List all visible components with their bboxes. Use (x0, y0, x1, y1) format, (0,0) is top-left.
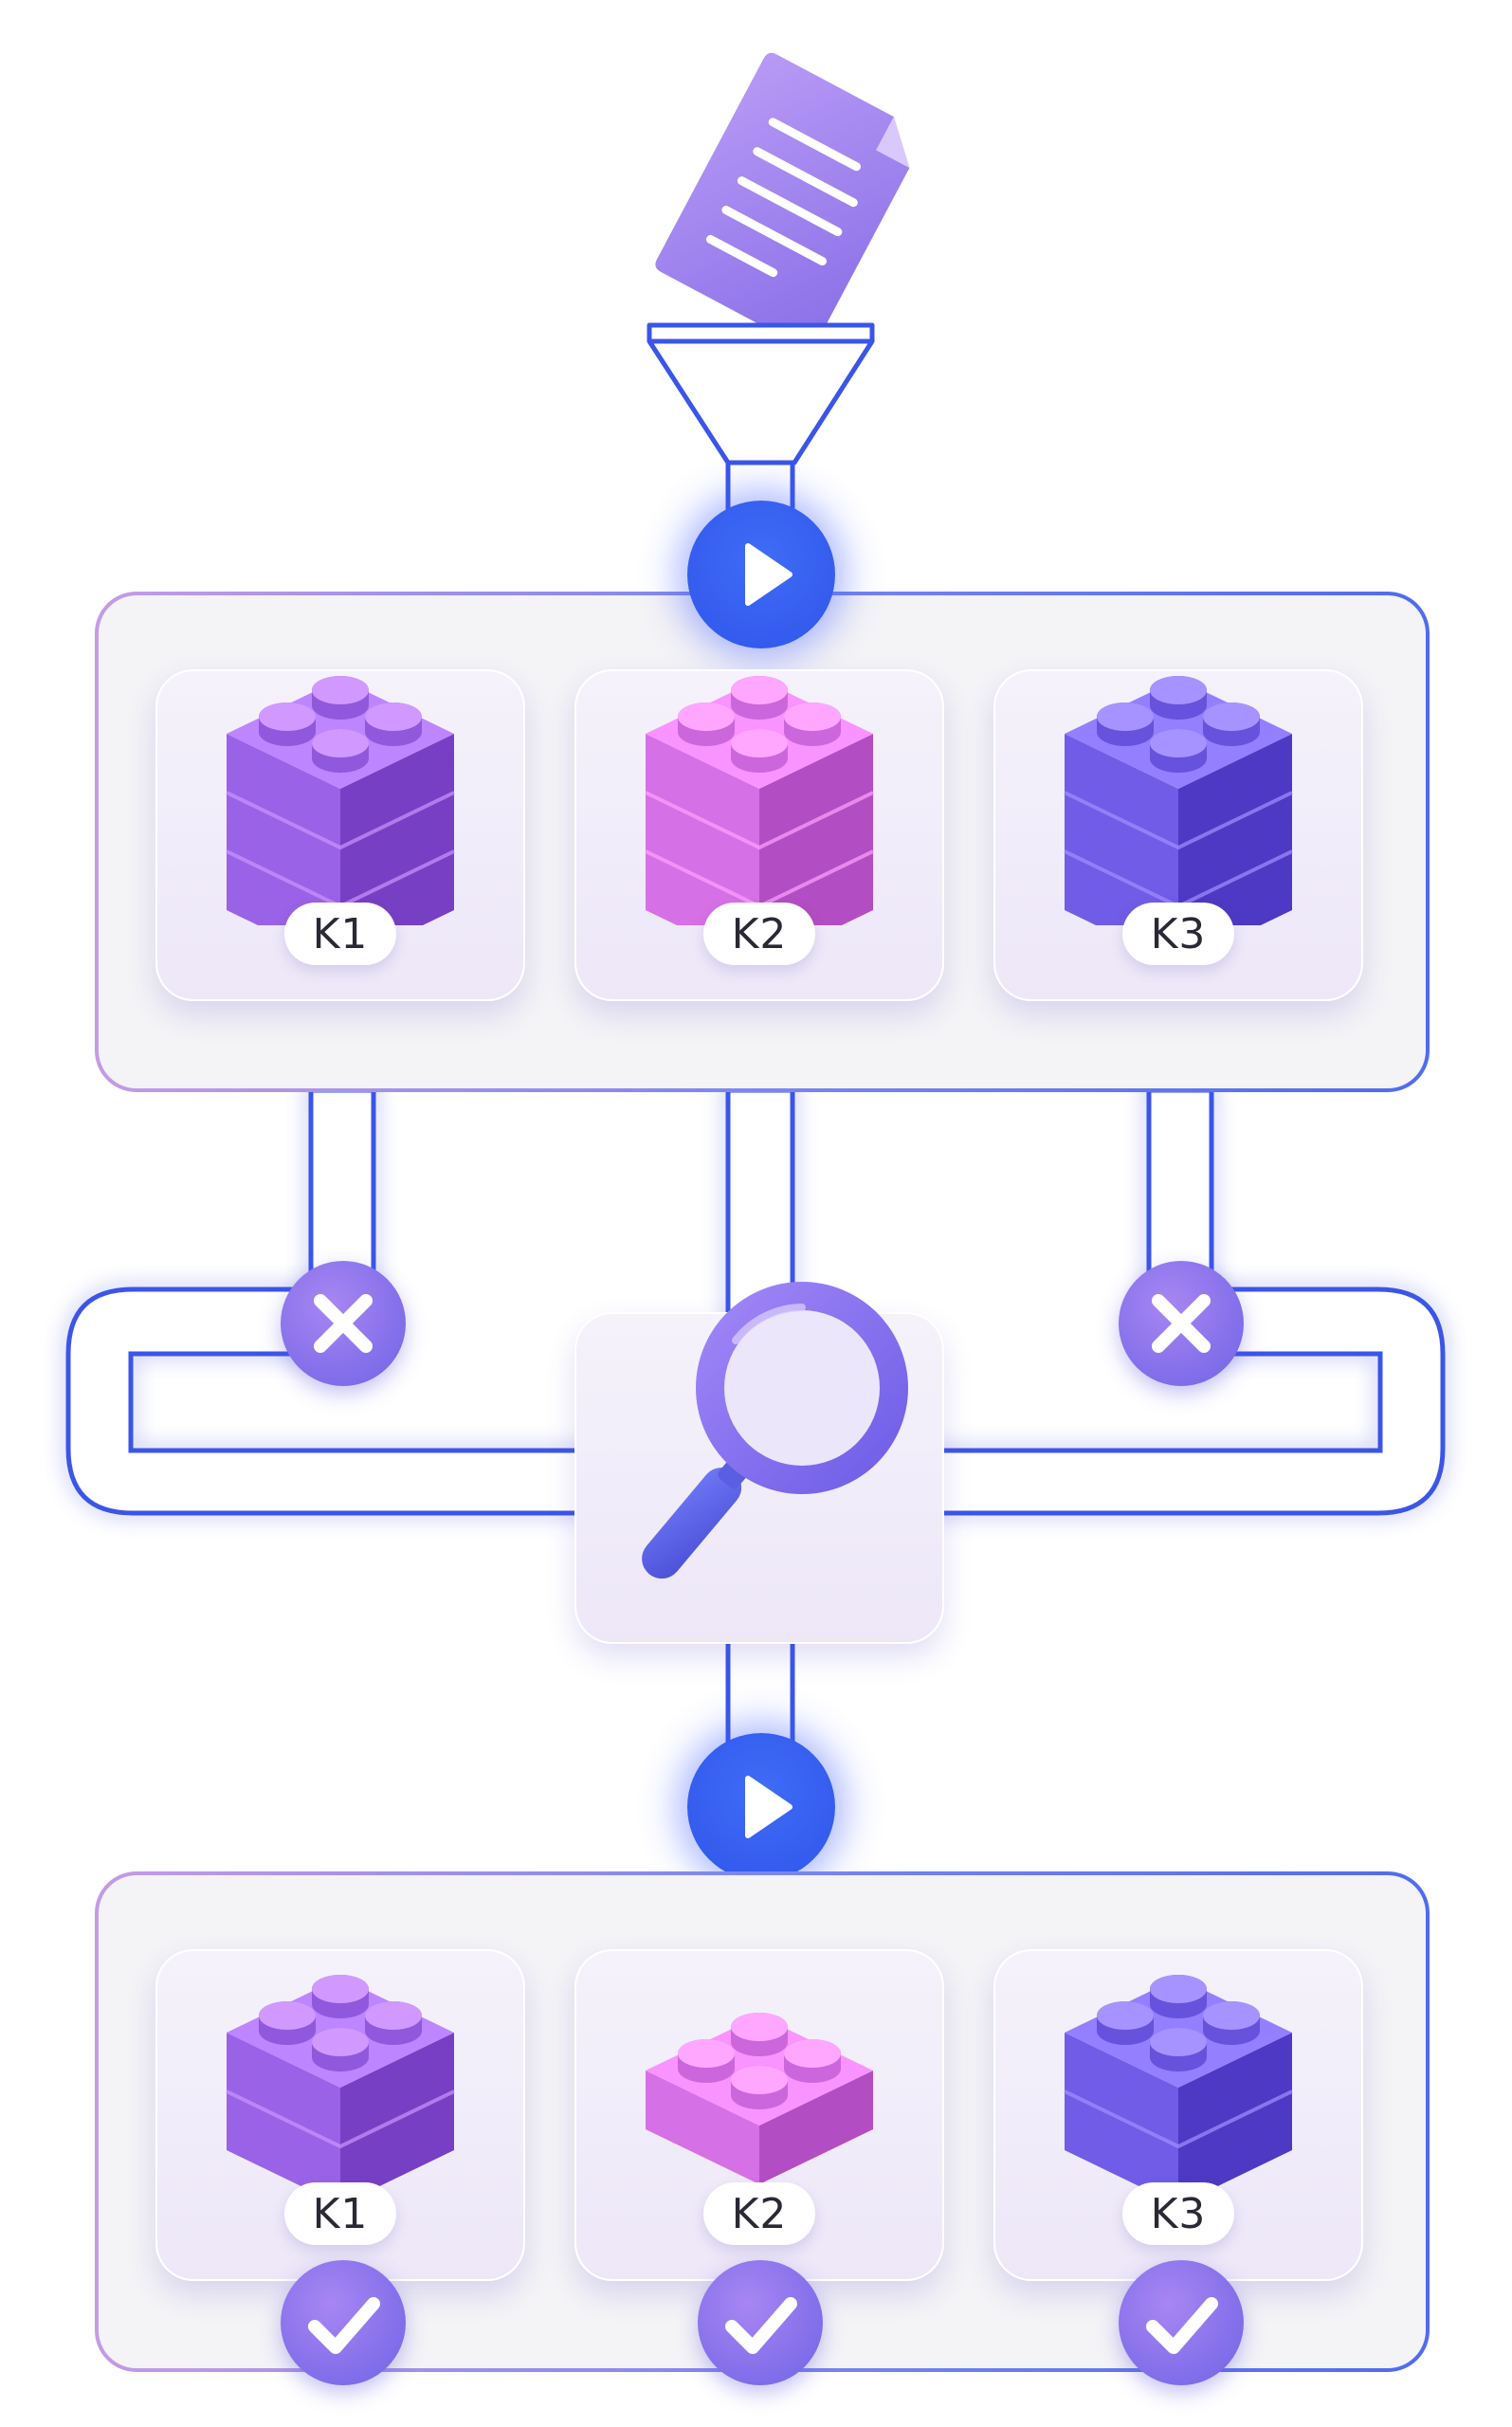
play-button-1[interactable] (687, 501, 835, 648)
loop-pipe (65, 1286, 1446, 1516)
close-icon (1152, 1294, 1211, 1353)
block-label: K1 (284, 903, 396, 965)
reject-badge-right (1119, 1261, 1244, 1386)
search-tile (574, 1282, 944, 1644)
document-icon (655, 52, 910, 337)
reject-badge-left (281, 1261, 406, 1386)
block-2-icon (1064, 1975, 1293, 2205)
block-3-icon (645, 676, 874, 925)
stage1-tile-k2: K2 (574, 669, 944, 1001)
check-icon (308, 2297, 380, 2354)
stage2-tile-k3: K3 (993, 1949, 1363, 2281)
check-badge-k2 (698, 2260, 823, 2385)
block-label: K3 (1122, 903, 1234, 965)
block-label: K1 (284, 2182, 396, 2245)
check-badge-k1 (281, 2260, 406, 2385)
check-icon (1146, 2297, 1218, 2354)
check-badge-k3 (1119, 2260, 1244, 2385)
funnel-pipe (725, 463, 795, 512)
block-label: K2 (703, 903, 815, 965)
play-icon (745, 1776, 792, 1838)
magnifier-icon (642, 1282, 908, 1579)
stage1-tile-k3: K3 (993, 669, 1363, 1001)
play-button-2[interactable] (687, 1733, 835, 1881)
stage2-tile-k1: K1 (155, 1949, 525, 2281)
stage1-tile-k1: K1 (155, 669, 525, 1001)
funnel-icon (647, 322, 875, 465)
block-2-icon (226, 1975, 455, 2205)
close-icon (314, 1294, 373, 1353)
block-1-icon (646, 2013, 873, 2184)
stage2-tile-k2: K2 (574, 1949, 944, 2281)
block-label: K2 (703, 2182, 815, 2245)
block-3-icon (226, 676, 455, 925)
block-label: K3 (1122, 2182, 1234, 2245)
check-icon (725, 2297, 797, 2354)
play-icon (745, 543, 792, 606)
block-3-icon (1064, 676, 1293, 925)
